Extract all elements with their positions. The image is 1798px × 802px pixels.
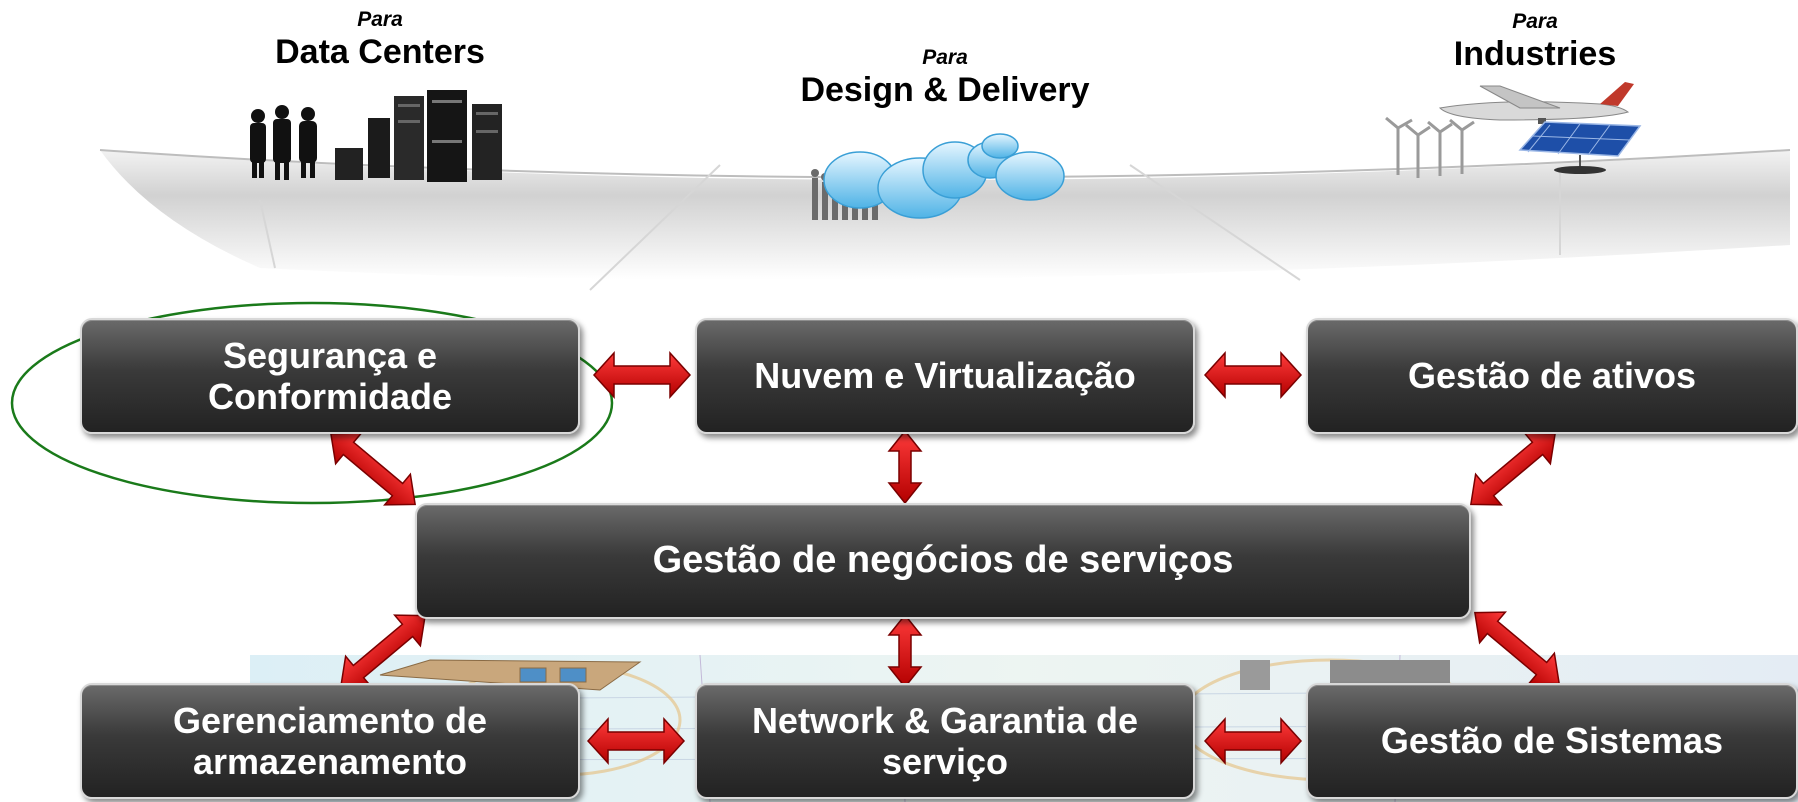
double-arrow-icon [1204, 718, 1302, 764]
header-industries: Para Industries [1400, 10, 1670, 74]
data-center-illustration [250, 90, 502, 182]
header-prefix: Para [357, 8, 403, 31]
header-prefix: Para [1512, 10, 1558, 33]
double-arrow-icon [888, 614, 922, 688]
header-data-centers: Para Data Centers [240, 8, 520, 72]
box-label: Network & Garantia de serviço [751, 699, 1139, 782]
box-label: Gerenciamento de armazenamento [172, 699, 488, 782]
box-systems-management: Gestão de Sistemas [1306, 683, 1798, 799]
box-label: Gestão de negócios de serviços [652, 539, 1234, 582]
wind-turbines-icon [1385, 116, 1475, 178]
header-design-delivery: Para Design & Delivery [760, 46, 1130, 110]
box-business-service-management: Gestão de negócios de serviços [415, 503, 1471, 619]
box-label: Segurança e Conformidade [207, 334, 452, 417]
double-arrow-icon [1204, 352, 1302, 398]
header-title: Design & Delivery [800, 71, 1090, 109]
double-arrow-icon [587, 718, 685, 764]
solar-panel-icon [1518, 121, 1642, 174]
box-asset-management: Gestão de ativos [1306, 318, 1798, 434]
box-security-compliance: Segurança e Conformidade [80, 318, 580, 434]
double-arrow-icon [593, 352, 691, 398]
server-racks-icon [335, 90, 502, 182]
cloud-illustration [811, 133, 1065, 220]
industries-illustration [1385, 82, 1642, 178]
header-prefix: Para [922, 46, 968, 69]
header-title: Data Centers [275, 33, 485, 71]
box-network-service-assurance: Network & Garantia de serviço [695, 683, 1195, 799]
header-title: Industries [1453, 35, 1617, 73]
box-storage-management: Gerenciamento de armazenamento [80, 683, 580, 799]
box-cloud-virtualization: Nuvem e Virtualização [695, 318, 1195, 434]
cloud-icon [823, 133, 1065, 219]
box-label: Gestão de ativos [1407, 355, 1697, 397]
double-arrow-icon [888, 430, 922, 504]
airplane-icon [1438, 82, 1634, 124]
people-silhouettes-icon [250, 105, 317, 180]
box-label: Gestão de Sistemas [1380, 720, 1724, 762]
box-label: Nuvem e Virtualização [754, 355, 1136, 397]
